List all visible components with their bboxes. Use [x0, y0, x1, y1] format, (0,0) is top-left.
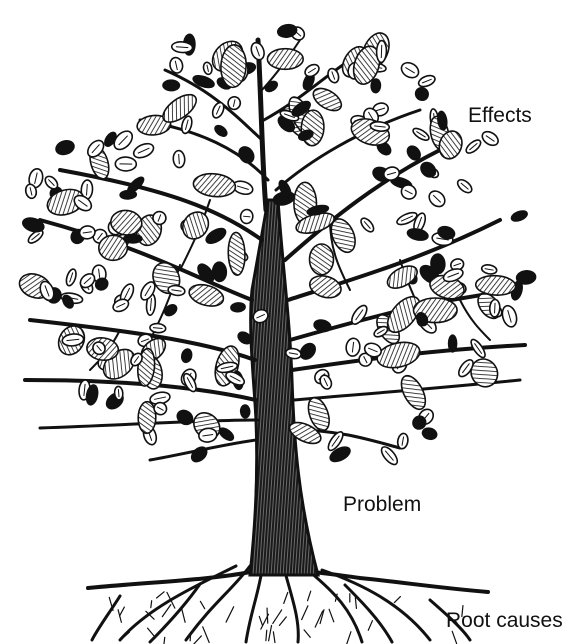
leaf	[163, 80, 180, 91]
leaf	[158, 89, 200, 127]
root-hair	[304, 630, 310, 637]
root-hair	[346, 632, 351, 644]
leaf-vein	[179, 154, 180, 164]
root-hair	[151, 601, 152, 608]
leaf	[192, 172, 236, 199]
root-hair	[192, 636, 201, 644]
root-hair	[267, 608, 268, 623]
leaf	[228, 232, 246, 275]
root-hair	[269, 625, 272, 640]
root-hair	[452, 631, 456, 643]
root-hair	[259, 616, 262, 625]
root-line	[88, 572, 250, 588]
root-hair	[157, 592, 165, 598]
root-hair	[182, 609, 185, 622]
root-hair	[148, 628, 155, 637]
root-hair	[266, 630, 267, 640]
leaf	[231, 302, 246, 312]
root-line	[285, 572, 298, 642]
root-hair	[368, 621, 372, 631]
leaf	[406, 227, 429, 242]
root-hair	[329, 609, 334, 622]
leaf	[138, 402, 156, 434]
leaf-vein	[495, 303, 496, 313]
root-hair	[120, 607, 125, 616]
leaf	[181, 348, 193, 363]
leaf	[413, 85, 431, 103]
trunk	[250, 200, 318, 575]
root-hair	[273, 610, 282, 624]
leaf	[307, 272, 343, 301]
leaf	[421, 427, 438, 441]
leaf	[213, 124, 229, 139]
leaf	[430, 254, 445, 274]
leaf	[163, 303, 179, 318]
root-hair	[190, 632, 191, 640]
root-hair	[284, 592, 288, 603]
roots	[88, 566, 488, 644]
effects-label: Effects	[468, 105, 532, 126]
root-hair	[203, 627, 209, 643]
leaf	[240, 405, 250, 418]
root-hair	[164, 637, 165, 644]
leaf	[375, 338, 423, 371]
branch-line	[258, 40, 266, 210]
root-line	[345, 585, 392, 642]
root-hair	[162, 605, 170, 617]
leaf	[371, 79, 381, 93]
root-hair	[226, 607, 234, 622]
leaf	[516, 270, 536, 285]
root-causes-label: Root causes	[446, 610, 563, 631]
leaf-vein	[243, 216, 250, 217]
leaf-vein	[118, 389, 119, 397]
leaf	[212, 262, 227, 282]
leaf	[310, 244, 334, 275]
leaf	[510, 209, 528, 223]
leaf	[236, 144, 257, 165]
leaf	[267, 49, 303, 70]
leaf	[98, 235, 127, 261]
root-hair	[273, 632, 275, 643]
leaf	[449, 335, 457, 352]
leaf	[54, 139, 76, 157]
root-hair	[302, 606, 308, 620]
trunk-body	[250, 200, 318, 575]
root-hair	[355, 598, 356, 609]
root-line	[246, 570, 262, 642]
root-line	[92, 596, 120, 640]
leaf	[264, 79, 279, 93]
root-hair	[200, 601, 204, 608]
root-hair	[394, 597, 400, 603]
root-hair	[308, 591, 311, 601]
leaf	[397, 372, 431, 413]
leaf	[175, 408, 195, 428]
problem-label: Problem	[343, 494, 421, 515]
root-hair	[279, 617, 286, 625]
leaf	[475, 275, 516, 296]
